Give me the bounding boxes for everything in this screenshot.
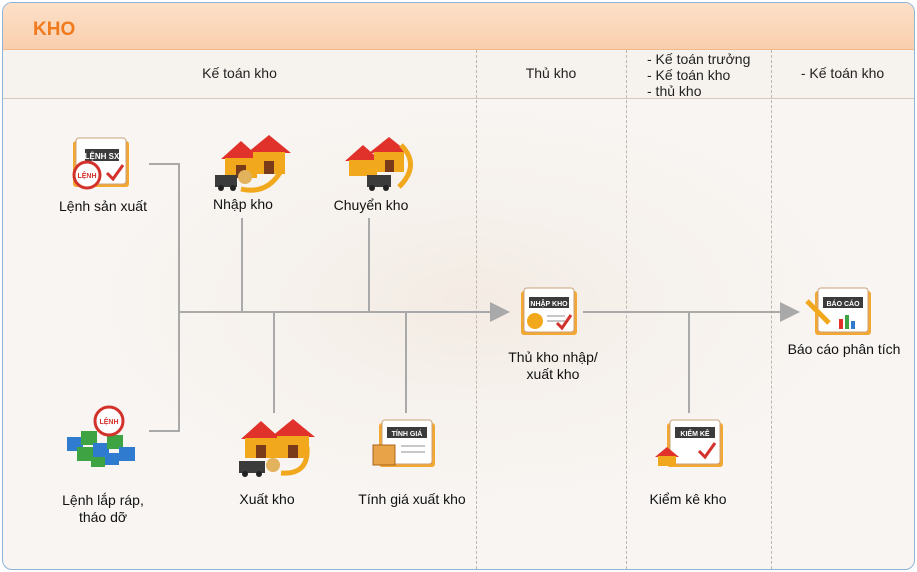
assembly-order-icon: LỆNH — [67, 405, 135, 467]
warehouse-import-icon — [215, 135, 291, 193]
warehouse-transfer-icon — [345, 137, 413, 191]
report-icon: BÁO CÁO — [805, 287, 871, 335]
node-lenh-san-xuat[interactable]: Lệnh sản xuất — [43, 198, 163, 215]
column-head-thu-kho: Thủ kho — [525, 65, 577, 81]
node-tinh-gia-xuat-kho[interactable]: Tính giá xuất kho — [347, 491, 477, 508]
node-label: Báo cáo phân tích — [787, 341, 901, 357]
node-label: Chuyển kho — [333, 197, 409, 213]
badge-text: NHẬP KHO — [530, 299, 568, 308]
node-lenh-lap-rap[interactable]: Lệnh lắp ráp, tháo dỡ — [43, 492, 163, 526]
node-label: Kiểm kê kho — [649, 491, 727, 507]
node-label-line1: Lệnh lắp ráp, — [62, 492, 144, 508]
badge-text: TÍNH GIÁ — [392, 429, 423, 438]
stamp-text: LỆNH — [99, 417, 118, 426]
role-line: - thủ kho — [647, 83, 702, 99]
page-title: KHO — [33, 19, 76, 40]
connector-lines — [149, 163, 800, 432]
stamp-text: LỆNH — [77, 171, 96, 180]
node-label: Xuất kho — [239, 491, 295, 507]
node-label-line2: tháo dỡ — [78, 509, 128, 525]
column-head-ke-toan-kho: Kế toán kho — [202, 65, 277, 81]
title-bar: KHO — [3, 3, 914, 50]
role-line: - Kế toán kho — [647, 67, 731, 83]
node-label: Nhập kho — [213, 196, 273, 212]
badge-text: BÁO CÁO — [826, 299, 860, 308]
node-bao-cao-phan-tich[interactable]: Báo cáo phân tích — [779, 341, 909, 358]
warehouse-export-icon — [239, 419, 315, 477]
node-label: Lệnh sản xuất — [59, 198, 147, 214]
node-label: Tính giá xuất kho — [358, 491, 466, 507]
connector — [149, 163, 180, 432]
node-kiem-ke-kho[interactable]: Kiểm kê kho — [633, 491, 743, 508]
node-label-line1: Thủ kho nhập/ — [508, 349, 598, 365]
node-thu-kho-nhap-xuat[interactable]: Thủ kho nhập/ xuất kho — [483, 349, 623, 383]
column-head-bao-cao: - Kế toán kho — [800, 65, 885, 81]
badge-text: LỆNH SX — [85, 152, 120, 161]
node-label-line2: xuất kho — [526, 366, 580, 382]
column-divider — [626, 50, 627, 569]
column-head-roles: - Kế toán trưởng - Kế toán kho - thủ kho — [647, 51, 750, 99]
production-order-icon: LỆNH SX LỆNH — [72, 137, 129, 190]
column-divider — [476, 50, 477, 569]
node-xuat-kho[interactable]: Xuất kho — [217, 491, 317, 508]
node-chuyen-kho[interactable]: Chuyển kho — [319, 197, 423, 214]
node-nhap-kho[interactable]: Nhập kho — [193, 196, 293, 213]
stocktake-icon: KIỂM KÊ — [655, 419, 723, 467]
column-header-row — [3, 50, 914, 99]
badge-text: KIỂM KÊ — [680, 429, 710, 438]
cost-calculation-icon: TÍNH GIÁ — [372, 419, 435, 467]
role-line: - Kế toán trưởng — [647, 51, 751, 67]
column-divider — [771, 50, 772, 569]
stock-receipt-icon: NHẬP KHO — [521, 287, 577, 335]
